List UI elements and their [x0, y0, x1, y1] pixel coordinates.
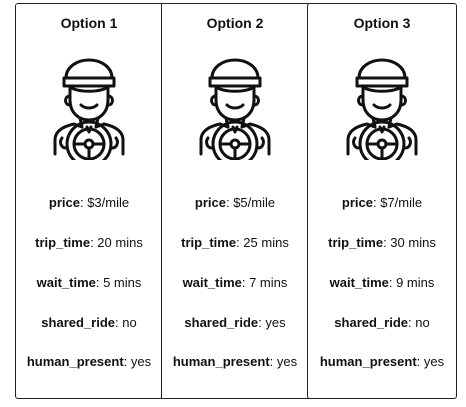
option-2-card[interactable]: Option 2 price: $5/mile trip_time: 25 mi… — [161, 3, 309, 399]
option-1-card[interactable]: Option 1 price: $3/mile trip_time: 20 mi… — [15, 3, 163, 399]
human-present-row: human_present: yes — [26, 354, 152, 369]
trip-time-row: trip_time: 30 mins — [328, 235, 436, 250]
shared-ride-row: shared_ride: no — [41, 315, 137, 330]
wait-time-row: wait_time: 5 mins — [36, 275, 142, 290]
option-title: Option 1 — [60, 15, 118, 31]
chauffeur-icon — [342, 56, 422, 160]
price-row: price: $7/mile — [341, 195, 423, 210]
human-present-row: human_present: yes — [172, 354, 298, 369]
price-row: price: $5/mile — [194, 195, 276, 210]
wait-time-row: wait_time: 9 mins — [329, 275, 435, 290]
chauffeur-icon — [195, 56, 275, 160]
price-row: price: $3/mile — [48, 195, 130, 210]
option-title: Option 3 — [353, 15, 411, 31]
option-3-card[interactable]: Option 3 price: $7/mile trip_time: 30 mi… — [307, 3, 457, 399]
human-present-row: human_present: yes — [319, 354, 445, 369]
trip-time-row: trip_time: 25 mins — [181, 235, 289, 250]
wait-time-row: wait_time: 7 mins — [182, 275, 288, 290]
option-title: Option 2 — [206, 15, 264, 31]
trip-time-row: trip_time: 20 mins — [35, 235, 143, 250]
shared-ride-row: shared_ride: no — [334, 315, 430, 330]
shared-ride-row: shared_ride: yes — [184, 315, 286, 330]
chauffeur-icon — [49, 56, 129, 160]
